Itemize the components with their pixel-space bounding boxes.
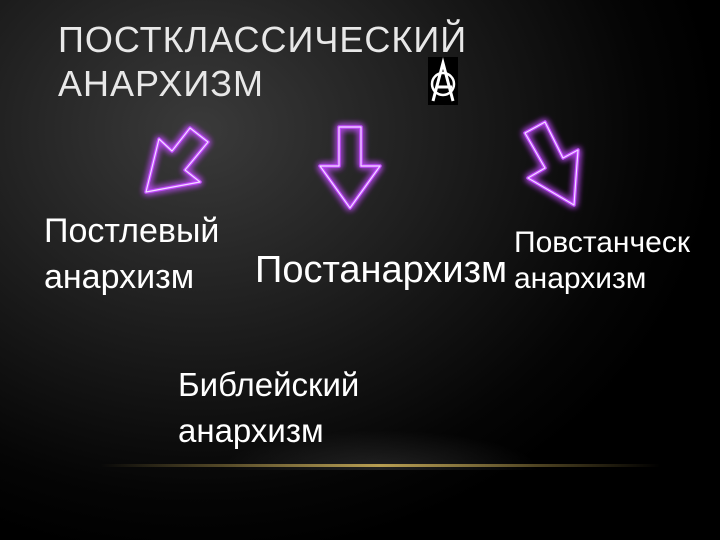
label-insurrectionary-anarchism: Повстанческ анархизм <box>514 225 690 297</box>
arrow-down-icon <box>318 125 382 210</box>
label-line: Библейский <box>178 366 360 403</box>
label-post-left-anarchism: Постлевый анархизм <box>44 208 219 300</box>
arrow-down-right-icon <box>523 120 580 207</box>
anarchy-symbol-icon <box>428 57 458 105</box>
label-christian-anarchism: Библейский анархизм <box>178 362 359 454</box>
label-line: Постлевый <box>44 212 220 250</box>
title-line-1: ПОСТКЛАССИЧЕСКИЙ <box>58 19 468 60</box>
label-line: Постанархизм <box>255 249 508 291</box>
label-line: анархизм <box>178 412 324 449</box>
floor-glow <box>220 430 540 470</box>
label-line: Повстанческ <box>514 226 690 259</box>
label-line: анархизм <box>514 262 647 295</box>
floor-line <box>100 464 660 467</box>
slide-title: ПОСТКЛАССИЧЕСКИЙ АНАРХИЗМ <box>58 18 467 106</box>
arrow-down-left-icon <box>144 126 210 194</box>
title-line-2: АНАРХИЗМ <box>58 63 265 104</box>
label-line: анархизм <box>44 258 195 296</box>
label-post-anarchism: Постанархизм <box>255 247 507 293</box>
